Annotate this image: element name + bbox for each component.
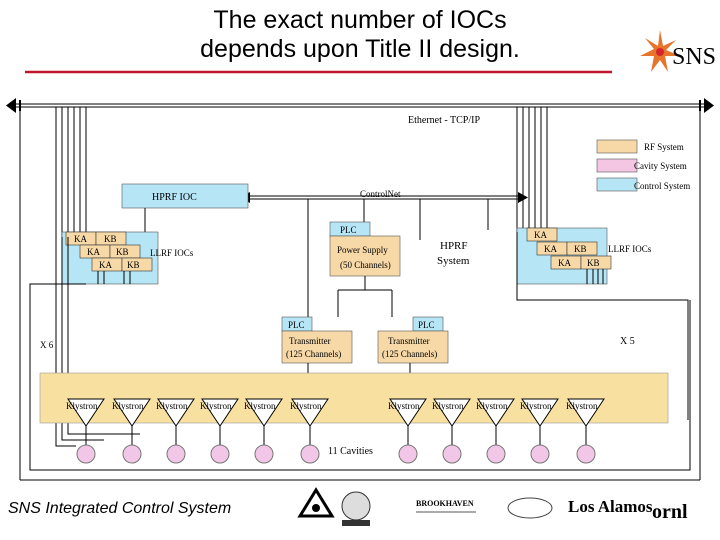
right-ka-1: KA bbox=[534, 230, 547, 240]
right-llrf-rack: KA KA KB KA KB bbox=[516, 227, 612, 285]
hprf-system-label-1: HPRF bbox=[440, 240, 468, 252]
left-ka-2: KA bbox=[87, 247, 100, 257]
left-ka-3: KA bbox=[99, 260, 112, 270]
transmitter-left: PLC Transmitter (125 Channels) bbox=[281, 316, 353, 364]
right-ethernet-drops bbox=[516, 107, 548, 232]
klystron-symbol bbox=[477, 398, 515, 427]
cavity-circle bbox=[166, 444, 186, 464]
klystron-symbol bbox=[567, 398, 605, 427]
klystron-unit: Klystron bbox=[156, 398, 195, 464]
klystron-label: Klystron bbox=[244, 401, 276, 411]
transmitter-right-plc: PLC bbox=[418, 320, 435, 330]
transmitter-right: PLC Transmitter (125 Channels) bbox=[377, 316, 449, 364]
klystron-symbol bbox=[291, 398, 329, 427]
klystron-label: Klystron bbox=[566, 401, 598, 411]
klystron-unit: Klystron bbox=[66, 398, 105, 464]
cavity-circle bbox=[254, 444, 274, 464]
outer-feedback-lines bbox=[19, 111, 701, 481]
klystron-label: Klystron bbox=[66, 401, 98, 411]
left-ethernet-drops bbox=[55, 107, 87, 237]
controlnet-label: ControlNet bbox=[360, 189, 401, 199]
cavity-circle bbox=[530, 444, 550, 464]
klystron-unit: Klystron bbox=[244, 398, 283, 464]
klystron-symbol bbox=[433, 398, 471, 427]
transmitter-right-name: Transmitter bbox=[388, 336, 430, 346]
right-ka-3: KA bbox=[558, 258, 571, 268]
left-llrf-rack: KA KB KA KB KA KB bbox=[61, 231, 159, 285]
klystron-symbol bbox=[521, 398, 559, 427]
legend-control: Control System bbox=[634, 181, 690, 191]
left-kb-2: KB bbox=[116, 247, 129, 257]
left-ka-1: KA bbox=[74, 234, 87, 244]
hprf-ioc-box bbox=[121, 183, 249, 209]
cavity-circle bbox=[76, 444, 96, 464]
klystron-unit: Klystron bbox=[566, 398, 605, 464]
klystron-symbol bbox=[245, 398, 283, 427]
cavity-circle bbox=[442, 444, 462, 464]
klystron-label: Klystron bbox=[520, 401, 552, 411]
cavity-circle bbox=[300, 444, 320, 464]
klystron-symbol bbox=[389, 398, 427, 427]
cavity-circle bbox=[486, 444, 506, 464]
klystron-unit: Klystron bbox=[520, 398, 559, 464]
hprf-plc-label: PLC bbox=[340, 225, 357, 235]
klystron-label: Klystron bbox=[200, 401, 232, 411]
hprf-system-label-2: System bbox=[437, 255, 470, 267]
legend-rf: RF System bbox=[644, 142, 684, 152]
klystron-label: Klystron bbox=[290, 401, 322, 411]
hprf-system-box: PLC Power Supply (50 Channels) bbox=[329, 221, 401, 277]
cavity-circle bbox=[576, 444, 596, 464]
klystron-symbol bbox=[201, 398, 239, 427]
left-kb-1: KB bbox=[104, 234, 117, 244]
legend: RF System Cavity System Control System bbox=[596, 139, 690, 192]
transmitter-left-plc: PLC bbox=[288, 320, 305, 330]
klystron-unit: Klystron bbox=[290, 398, 329, 464]
multiplier-left: X 6 bbox=[40, 340, 54, 350]
power-supply-label: Power Supply bbox=[337, 245, 388, 255]
ethernet-bus bbox=[6, 98, 714, 113]
left-kb-3: KB bbox=[127, 260, 140, 270]
klystron-unit: Klystron bbox=[388, 398, 427, 464]
cavities-label: 11 Cavities bbox=[328, 446, 373, 457]
slide-title: The exact number of IOCs depends upon Ti… bbox=[0, 6, 720, 64]
klystron-unit: Klystron bbox=[432, 398, 471, 464]
right-kb-2: KB bbox=[587, 258, 600, 268]
klystron-label: Klystron bbox=[432, 401, 464, 411]
cavity-circle bbox=[122, 444, 142, 464]
power-supply-channels: (50 Channels) bbox=[340, 260, 391, 270]
klystron-unit: Klystron bbox=[200, 398, 239, 464]
right-ka-2: KA bbox=[544, 244, 557, 254]
ethernet-label: Ethernet - TCP/IP bbox=[408, 115, 480, 126]
transmitter-left-name: Transmitter bbox=[289, 336, 331, 346]
klystron-label: Klystron bbox=[388, 401, 420, 411]
klystron-symbol bbox=[113, 398, 151, 427]
klystron-unit: Klystron bbox=[112, 398, 151, 464]
multiplier-right: X 5 bbox=[620, 336, 635, 347]
legend-cavity: Cavity System bbox=[634, 161, 687, 171]
transmitter-right-channels: (125 Channels) bbox=[382, 349, 437, 359]
klystron-symbol bbox=[67, 398, 105, 427]
sns-logo: SNS bbox=[640, 30, 716, 72]
transmitter-left-channels: (125 Channels) bbox=[286, 349, 341, 359]
klystron-symbol bbox=[157, 398, 195, 427]
slide-title-line-2: depends upon Title II design. bbox=[200, 35, 520, 63]
klystron-label: Klystron bbox=[112, 401, 144, 411]
hprf-to-transmitter-links bbox=[337, 276, 393, 317]
cavity-circle bbox=[398, 444, 418, 464]
footer-title: SNS Integrated Control System bbox=[8, 500, 232, 517]
rf-distribution-bus bbox=[39, 372, 669, 424]
sns-logo-text: SNS bbox=[672, 44, 716, 70]
klystron-label: Klystron bbox=[476, 401, 508, 411]
hprf-ioc-label: HPRF IOC bbox=[152, 192, 197, 203]
klystron-unit: Klystron bbox=[476, 398, 515, 464]
klystron-label: Klystron bbox=[156, 401, 188, 411]
left-llrf-label: LLRF IOCs bbox=[150, 248, 194, 258]
cavity-circle bbox=[210, 444, 230, 464]
right-kb-1: KB bbox=[574, 244, 587, 254]
right-llrf-label: LLRF IOCs bbox=[608, 244, 652, 254]
slide-title-line-1: The exact number of IOCs bbox=[213, 6, 507, 34]
